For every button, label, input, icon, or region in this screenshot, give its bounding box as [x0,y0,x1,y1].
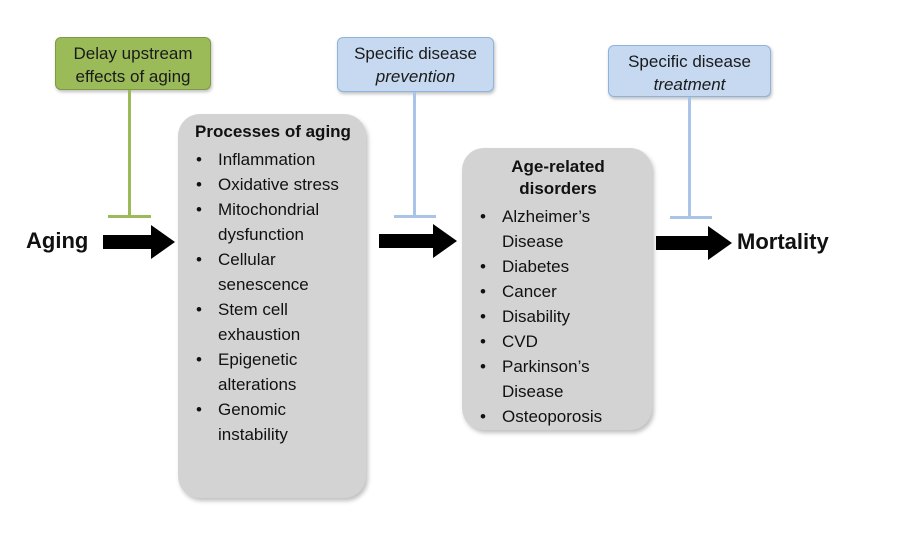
mortality-label: Mortality [737,229,829,254]
processes-list: •Inflammation •Oxidative stress •Mitocho… [190,147,356,447]
prevention-inhibitor-stem [413,92,416,216]
list-item: •Disability [480,307,571,326]
arrow-disorders-to-mortality [656,226,732,260]
list-item: •CVD [480,332,538,351]
treatment-inhibitor-stem [688,97,691,217]
processes-title: Processes of aging [195,122,351,141]
prevention-inhibitor-bar [394,215,436,218]
treatment-box: Specific disease treatment [608,45,771,97]
processes-of-aging-box: Processes of aging •Inflammation •Oxidat… [178,114,366,498]
prevention-line1: Specific disease [354,44,477,63]
list-item: •Inflammation [196,150,316,169]
list-item: •Cellular senescence [196,250,309,294]
list-item: •Parkinson’s Disease [480,357,590,401]
list-item: •Genomic instability [196,400,288,444]
list-item: •Epigenetic alterations [196,350,298,394]
treatment-inhibitor-bar [670,216,712,219]
prevention-box: Specific disease prevention [337,37,494,92]
arrow-processes-to-disorders [379,224,457,258]
list-item: •Stem cell exhaustion [196,300,301,344]
delay-upstream-box: Delay upstream effects of aging [55,37,211,90]
list-item: •Diabetes [480,257,570,276]
delay-upstream-line1: Delay upstream [73,44,193,63]
aging-label: Aging [26,228,89,253]
upstream-inhibitor-stem [128,90,131,216]
list-item: •Mitochondrial dysfunction [196,200,320,244]
upstream-inhibitor-bar [108,215,151,218]
delay-upstream-line2: effects of aging [75,67,191,86]
list-item: •Cancer [480,282,557,301]
list-item: •Oxidative stress [196,175,339,194]
list-item: •Osteoporosis [480,407,603,426]
list-item: •Alzheimer’s Disease [480,207,591,251]
treatment-line1: Specific disease [628,52,751,71]
arrow-aging-to-processes [103,225,175,259]
treatment-line2: treatment [653,75,726,94]
disorders-list: •Alzheimer’s Disease •Diabetes •Cancer •… [474,204,642,429]
prevention-line2: prevention [375,67,456,86]
disorders-title: Age-related disorders [511,157,605,198]
age-related-disorders-box: Age-related disorders •Alzheimer’s Disea… [462,148,652,430]
